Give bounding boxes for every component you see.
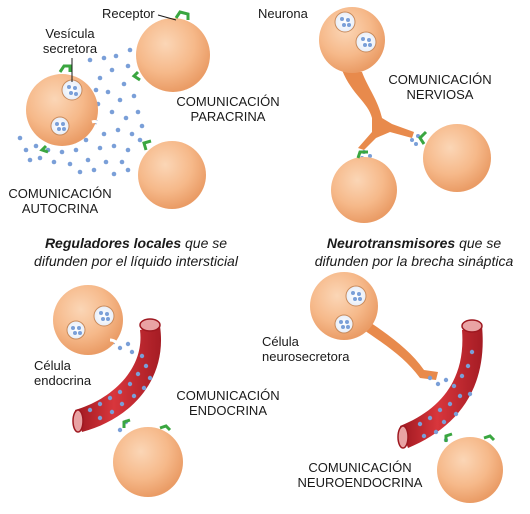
receptor-icon xyxy=(131,70,141,82)
nervous-label-line1: COMUNICACIÓN xyxy=(388,72,492,87)
paracrine-label-line2: PARACRINA xyxy=(190,109,266,124)
caption-local-rest: que se xyxy=(181,235,228,251)
receptor-icon xyxy=(483,434,496,442)
neurosecretory-cell-label-line1: Célula xyxy=(262,334,299,349)
target-cell-paracrine xyxy=(131,10,210,92)
neuroendocrine-label-line1: COMUNICACIÓN xyxy=(308,460,412,475)
nervous-label: COMUNICACIÓN NERVIOSA xyxy=(380,72,500,102)
receptor-icon xyxy=(122,418,131,428)
receptor-icon xyxy=(142,139,152,151)
neurosecretory-axon xyxy=(358,318,438,380)
neurosecretory-cell-label-line2: neurosecretora xyxy=(262,349,350,364)
endocrine-cell-label-line1: Célula xyxy=(34,358,71,373)
receptor-icon xyxy=(174,10,190,20)
nervous-panel xyxy=(319,7,491,223)
endocrine-cell-label-line2: endocrina xyxy=(34,373,92,388)
neuroendocrine-panel xyxy=(310,272,503,503)
neuron-axon xyxy=(342,70,414,150)
vesicle-label-line1: Vesícula xyxy=(45,26,95,41)
neuron-label: Neurona xyxy=(258,6,308,21)
endocrine-cell-label: Célula endocrina xyxy=(34,358,91,388)
caption-neuro-bold: Neurotransmisores xyxy=(326,235,456,251)
receptor-icon xyxy=(356,150,368,159)
caption-local-line2: difunden por el líquido intersticial xyxy=(34,253,238,269)
endocrine-label-line1: COMUNICACIÓN xyxy=(176,388,280,403)
paracrine-autocrine-panel xyxy=(17,10,210,209)
target-cell-endocrine xyxy=(113,418,183,497)
neurosecretory-cell-label: Célula neurosecretora xyxy=(262,334,349,364)
paracrine-label: COMUNICACIÓN PARACRINA xyxy=(168,94,288,124)
target-cell-nervous-left xyxy=(331,150,397,223)
blood-vessel xyxy=(400,326,483,448)
target-cell-neuroendocrine xyxy=(437,432,503,503)
autocrine-label-line1: COMUNICACIÓN xyxy=(8,186,112,201)
blood-vessel xyxy=(75,326,162,432)
target-cell-lower xyxy=(138,139,206,209)
secretory-vesicle xyxy=(61,79,83,101)
caption-local-line1: Reguladores locales que se xyxy=(16,234,256,252)
autocrine-label-line2: AUTOCRINA xyxy=(21,201,99,216)
vesicle-label: Vesícula secretora xyxy=(26,26,114,56)
caption-neurotransmitters: Neurotransmisores que se difunden por la… xyxy=(300,234,528,270)
receptor-icon xyxy=(39,144,49,154)
receptor-icon xyxy=(58,64,72,73)
autocrine-label: COMUNICACIÓN AUTOCRINA xyxy=(2,186,118,216)
neuroendocrine-label-line2: NEUROENDOCRINA xyxy=(297,475,423,490)
caption-local-regulators: Reguladores locales que se difunden por … xyxy=(16,234,256,270)
receptor-icon xyxy=(418,130,428,145)
target-cell-nervous-right xyxy=(418,124,491,192)
neuroendocrine-label: COMUNICACIÓN NEUROENDOCRINA xyxy=(290,460,430,490)
endocrine-panel xyxy=(53,285,183,497)
receptor-icon xyxy=(444,432,453,442)
endocrine-cell xyxy=(53,285,123,355)
paracrine-label-line1: COMUNICACIÓN xyxy=(176,94,280,109)
vesicle-label-line2: secretora xyxy=(42,41,98,56)
endocrine-label: COMUNICACIÓN ENDOCRINA xyxy=(168,388,288,418)
endocrine-label-line2: ENDOCRINA xyxy=(188,403,267,418)
caption-local-bold: Reguladores locales xyxy=(44,235,182,251)
receptor-label: Receptor xyxy=(102,6,155,21)
caption-neuro-line1: Neurotransmisores que se xyxy=(300,234,528,252)
caption-neuro-rest: que se xyxy=(455,235,502,251)
receptor-icon xyxy=(159,424,172,432)
caption-neuro-line2: difunden por la brecha sináptica xyxy=(314,253,514,269)
secreting-cell xyxy=(26,64,102,154)
nervous-label-line2: NERVIOSA xyxy=(406,87,474,102)
